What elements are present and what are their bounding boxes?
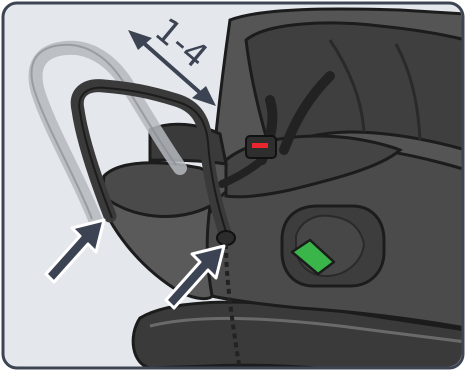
harness-buckle-icon	[246, 136, 276, 158]
seat-back-cushion	[246, 23, 466, 150]
handle-pivot	[217, 231, 235, 245]
